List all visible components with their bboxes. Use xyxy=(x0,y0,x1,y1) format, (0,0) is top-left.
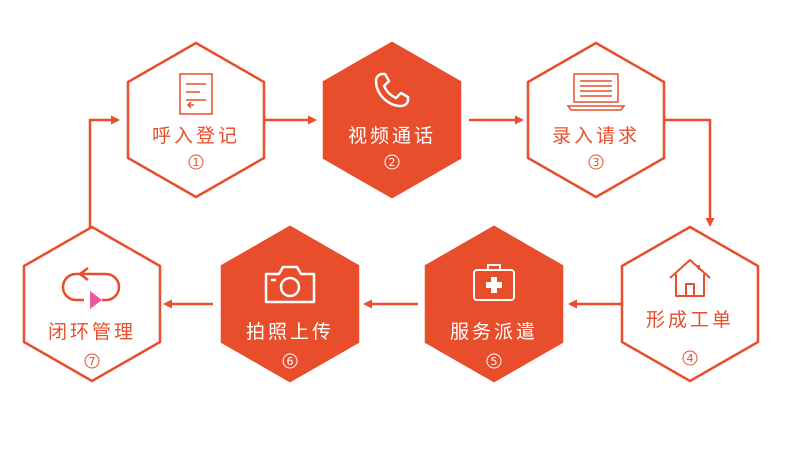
step-7-number: 7 xyxy=(89,355,96,368)
step-2-number-badge xyxy=(384,154,400,170)
step-4-number: 4 xyxy=(687,352,694,365)
step-4-node[interactable]: 形成工单 4 xyxy=(620,225,760,383)
step-7-label: 闭环管理 xyxy=(48,321,136,343)
step-6-label: 拍照上传 xyxy=(246,321,334,343)
step-2-node[interactable]: 视频通话 2 xyxy=(322,41,462,199)
step-6-number: 6 xyxy=(287,355,294,368)
step-hexagon xyxy=(220,225,360,383)
step-hexagon xyxy=(322,41,462,199)
step-1-label: 呼入登记 xyxy=(152,125,240,147)
step-7-number-badge xyxy=(84,353,100,369)
step-1-number-badge xyxy=(188,154,204,170)
step-hexagon xyxy=(126,41,266,199)
step-3-label: 录入请求 xyxy=(552,125,640,147)
step-2-number: 2 xyxy=(389,156,396,169)
step-5-node[interactable]: 服务派遣 5 xyxy=(424,225,564,383)
loop-icon xyxy=(61,267,121,309)
step-7-node[interactable]: 闭环管理 7 xyxy=(22,225,162,383)
step-5-label: 服务派遣 xyxy=(450,321,538,343)
step-5-number: 5 xyxy=(491,355,498,368)
camera-icon xyxy=(264,265,316,304)
step-hexagon xyxy=(620,225,760,383)
connectors xyxy=(88,115,715,309)
step-4-number-badge xyxy=(682,350,698,366)
form-enter-icon xyxy=(179,73,213,115)
laptop-icon xyxy=(566,73,626,111)
medical-kit-icon xyxy=(473,264,515,301)
arrow-3-4 xyxy=(664,118,715,227)
step-2-label: 视频通话 xyxy=(348,125,436,147)
step-3-number: 3 xyxy=(593,156,600,169)
step-1-number: 1 xyxy=(193,156,200,169)
step-4-label: 形成工单 xyxy=(646,309,734,331)
step-hexagon xyxy=(424,225,564,383)
step-6-number-badge xyxy=(282,353,298,369)
phone-icon xyxy=(374,72,410,108)
step-1-node[interactable]: 呼入登记 1 xyxy=(126,41,266,199)
step-hexagon xyxy=(526,41,666,199)
step-6-node[interactable]: 拍照上传 6 xyxy=(220,225,360,383)
step-3-number-badge xyxy=(588,154,604,170)
step-5-number-badge xyxy=(486,353,502,369)
house-icon xyxy=(669,259,711,297)
arrow-7-1 xyxy=(88,115,120,237)
step-3-node[interactable]: 录入请求 3 xyxy=(526,41,666,199)
